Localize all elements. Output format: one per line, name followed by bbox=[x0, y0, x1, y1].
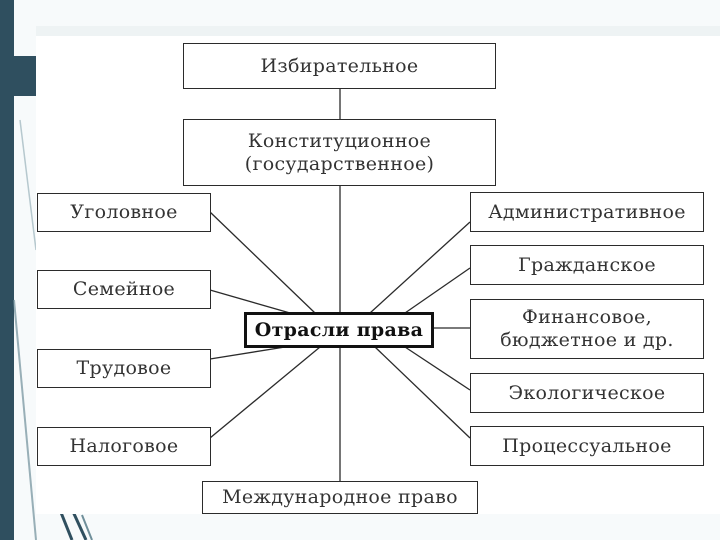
box-konstitutsionnoe: Конституционное (государственное) bbox=[183, 119, 496, 186]
box-ekologicheskoe-label: Экологическое bbox=[508, 381, 666, 404]
box-konstitutsionnoe-label: Конституционное (государственное) bbox=[244, 129, 435, 175]
connector-left-3 bbox=[209, 346, 286, 360]
connector-right-4 bbox=[404, 346, 471, 391]
box-semeynoe: Семейное bbox=[37, 270, 211, 309]
box-mezhdunarodnoe: Международное право bbox=[202, 481, 478, 514]
connector-right-5 bbox=[374, 346, 471, 439]
box-grazhdanskoe-label: Гражданское bbox=[518, 253, 656, 276]
box-ugolovnoe: Уголовное bbox=[37, 193, 211, 232]
box-semeynoe-label: Семейное bbox=[72, 278, 176, 300]
accent-tab bbox=[0, 56, 38, 96]
box-finansovoe: Финансовое, бюджетное и др. bbox=[470, 299, 704, 359]
box-trudovoe: Трудовое bbox=[37, 349, 211, 388]
box-protsessualnoe-label: Процессуальное bbox=[502, 434, 672, 457]
left-accent-bar bbox=[0, 0, 14, 540]
box-izbiratelnoe: Избирательное bbox=[183, 43, 496, 89]
connector-right-1 bbox=[369, 221, 471, 314]
connector-left-1 bbox=[209, 211, 316, 314]
box-izbiratelnoe-label: Избирательное bbox=[260, 54, 419, 77]
box-mezhdunarodnoe-label: Международное право bbox=[222, 486, 458, 508]
box-ugolovnoe-label: Уголовное bbox=[70, 201, 178, 223]
box-administrativnoe: Административное bbox=[470, 192, 704, 232]
box-finansovoe-label: Финансовое, бюджетное и др. bbox=[500, 306, 674, 351]
connector-right-2 bbox=[404, 267, 471, 314]
box-trudovoe-label: Трудовое bbox=[76, 357, 172, 379]
connector-left-2 bbox=[209, 289, 291, 314]
box-nalogovoe: Налоговое bbox=[37, 427, 211, 466]
box-otrasli-prava: Отрасли права bbox=[244, 312, 434, 348]
connector-left-4 bbox=[209, 346, 321, 439]
box-otrasli-prava-label: Отрасли права bbox=[254, 318, 424, 341]
box-administrativnoe-label: Административное bbox=[488, 200, 686, 223]
box-ekologicheskoe: Экологическое bbox=[470, 373, 704, 413]
box-protsessualnoe: Процессуальное bbox=[470, 426, 704, 466]
box-nalogovoe-label: Налоговое bbox=[69, 435, 179, 457]
box-grazhdanskoe: Гражданское bbox=[470, 245, 704, 285]
